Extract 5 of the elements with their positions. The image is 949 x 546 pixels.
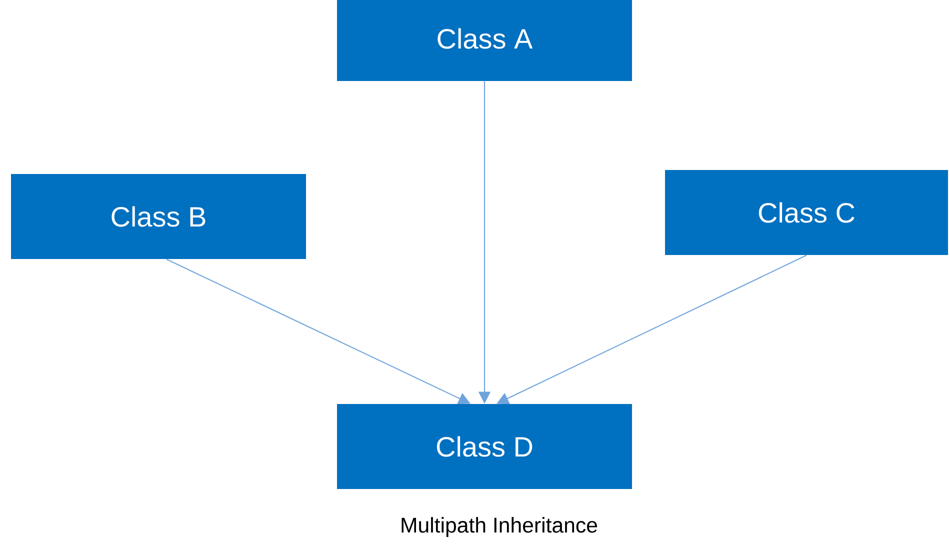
class-box: Class B (11, 174, 306, 259)
caption: Multipath Inheritance (402, 517, 598, 537)
class-box: Class D (337, 404, 632, 489)
class-box: Class A (337, 0, 632, 81)
class-box: Class C (665, 170, 948, 255)
